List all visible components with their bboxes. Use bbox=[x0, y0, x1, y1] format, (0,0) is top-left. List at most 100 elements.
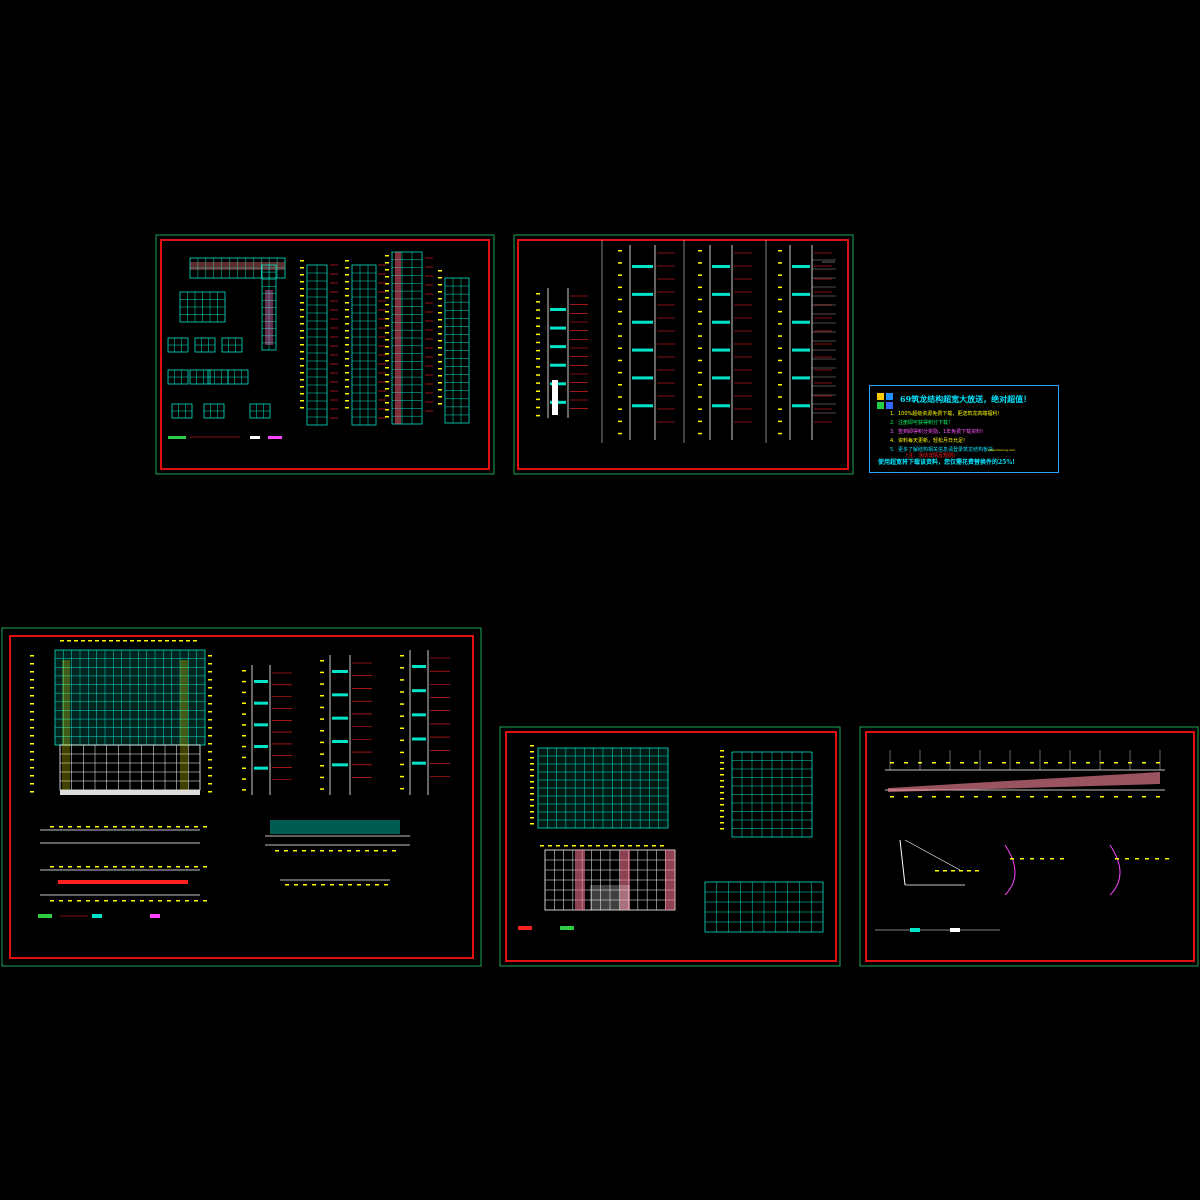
dimension-mark bbox=[30, 671, 34, 673]
slab-band bbox=[254, 745, 268, 748]
dimension-mark bbox=[385, 409, 389, 411]
dimension-mark bbox=[300, 407, 304, 409]
dimension-mark bbox=[1155, 858, 1159, 860]
dimension-mark bbox=[300, 274, 304, 276]
dimension-mark bbox=[1002, 796, 1006, 798]
dimension-mark bbox=[943, 870, 947, 872]
dimension-mark bbox=[385, 381, 389, 383]
detail-curve bbox=[1004, 844, 1016, 896]
dimension-mark bbox=[357, 884, 361, 886]
slab-band bbox=[412, 761, 426, 765]
dimension-mark bbox=[176, 826, 180, 828]
sheet-frame-outer bbox=[155, 234, 495, 475]
dimension-mark bbox=[77, 900, 81, 902]
dimension-mark bbox=[345, 274, 349, 276]
dimension-mark bbox=[1114, 762, 1118, 764]
dimension-mark bbox=[400, 739, 404, 742]
dimension-mark bbox=[536, 390, 540, 392]
dimension-mark bbox=[176, 866, 180, 868]
dimension-mark bbox=[60, 640, 64, 642]
promo-item: 1.100%超级资源免费下载，更送筑龙高端福利! bbox=[890, 411, 1000, 417]
dimension-mark bbox=[618, 420, 622, 423]
dimension-mark bbox=[86, 866, 90, 868]
dimension-mark bbox=[122, 900, 126, 902]
dimension-mark bbox=[320, 753, 324, 755]
dimension-mark bbox=[778, 347, 782, 349]
dimension-mark bbox=[385, 269, 389, 271]
slab-band bbox=[632, 320, 653, 324]
dimension-mark bbox=[1050, 858, 1054, 860]
dimension-mark bbox=[720, 798, 724, 800]
dimension-mark bbox=[530, 793, 534, 795]
dimension-mark bbox=[698, 384, 702, 386]
dimension-mark bbox=[618, 310, 622, 313]
dimension-mark bbox=[165, 640, 169, 642]
dimension-mark bbox=[242, 702, 246, 704]
dimension-mark bbox=[536, 358, 540, 360]
dimension-mark bbox=[385, 388, 389, 390]
dimension-mark bbox=[320, 660, 324, 662]
dimension-mark bbox=[345, 260, 349, 262]
dimension-mark bbox=[345, 309, 349, 311]
dimension-mark bbox=[890, 796, 894, 798]
dimension-mark bbox=[300, 302, 304, 304]
pilaster bbox=[665, 850, 675, 910]
dimension-mark bbox=[242, 680, 246, 683]
dimension-mark bbox=[438, 361, 442, 363]
dimension-mark bbox=[385, 374, 389, 376]
dimension-mark bbox=[329, 850, 333, 852]
dimension-mark bbox=[320, 671, 324, 674]
dimension-mark bbox=[438, 298, 442, 300]
legend-swatch bbox=[268, 436, 282, 439]
dimension-mark bbox=[1060, 858, 1064, 860]
dimension-mark bbox=[530, 781, 534, 783]
dimension-mark bbox=[918, 796, 922, 798]
dimension-mark bbox=[285, 884, 289, 886]
dimension-mark bbox=[536, 366, 540, 368]
sheet-frame-inner bbox=[865, 731, 1195, 962]
sheet-frame-outer bbox=[1, 627, 482, 967]
dimension-mark bbox=[946, 762, 950, 764]
pilaster bbox=[620, 850, 630, 910]
dimension-mark bbox=[113, 826, 117, 828]
dimension-mark bbox=[385, 283, 389, 285]
dimension-mark bbox=[660, 845, 664, 847]
detail-grid bbox=[227, 369, 249, 385]
dimension-mark bbox=[149, 900, 153, 902]
dimension-mark bbox=[345, 358, 349, 360]
dimension-mark bbox=[320, 706, 324, 709]
dimension-mark bbox=[904, 796, 908, 798]
legend-swatch bbox=[168, 436, 186, 439]
dimension-mark bbox=[365, 850, 369, 852]
dimension-mark bbox=[1030, 796, 1034, 798]
dimension-mark bbox=[1030, 858, 1034, 860]
dimension-mark bbox=[1114, 796, 1118, 798]
dimension-mark bbox=[1058, 762, 1062, 764]
detail-grid bbox=[203, 403, 225, 419]
dimension-mark bbox=[158, 640, 162, 642]
slab-band bbox=[254, 701, 268, 705]
detail-band bbox=[270, 820, 400, 834]
detail-grid bbox=[249, 403, 271, 419]
dimension-mark bbox=[385, 290, 389, 292]
dimension-mark bbox=[208, 703, 212, 705]
dimension-mark bbox=[438, 382, 442, 384]
slab-band bbox=[632, 348, 653, 352]
dimension-mark bbox=[1142, 762, 1146, 764]
legend-swatch bbox=[518, 926, 532, 930]
dimension-mark bbox=[974, 762, 978, 764]
dimension-mark bbox=[400, 715, 404, 717]
dimension-mark bbox=[102, 640, 106, 642]
dimension-mark bbox=[1135, 858, 1139, 860]
dimension-mark bbox=[564, 845, 568, 847]
slab-band bbox=[332, 763, 348, 767]
dimension-mark bbox=[208, 663, 212, 665]
dimension-mark bbox=[172, 640, 176, 642]
dimension-mark bbox=[1058, 796, 1062, 798]
dimension-mark bbox=[951, 870, 955, 872]
dimension-mark bbox=[540, 845, 544, 847]
detail-grid bbox=[171, 403, 193, 419]
dimension-mark bbox=[604, 845, 608, 847]
dimension-mark bbox=[345, 379, 349, 381]
dimension-mark bbox=[345, 330, 349, 332]
